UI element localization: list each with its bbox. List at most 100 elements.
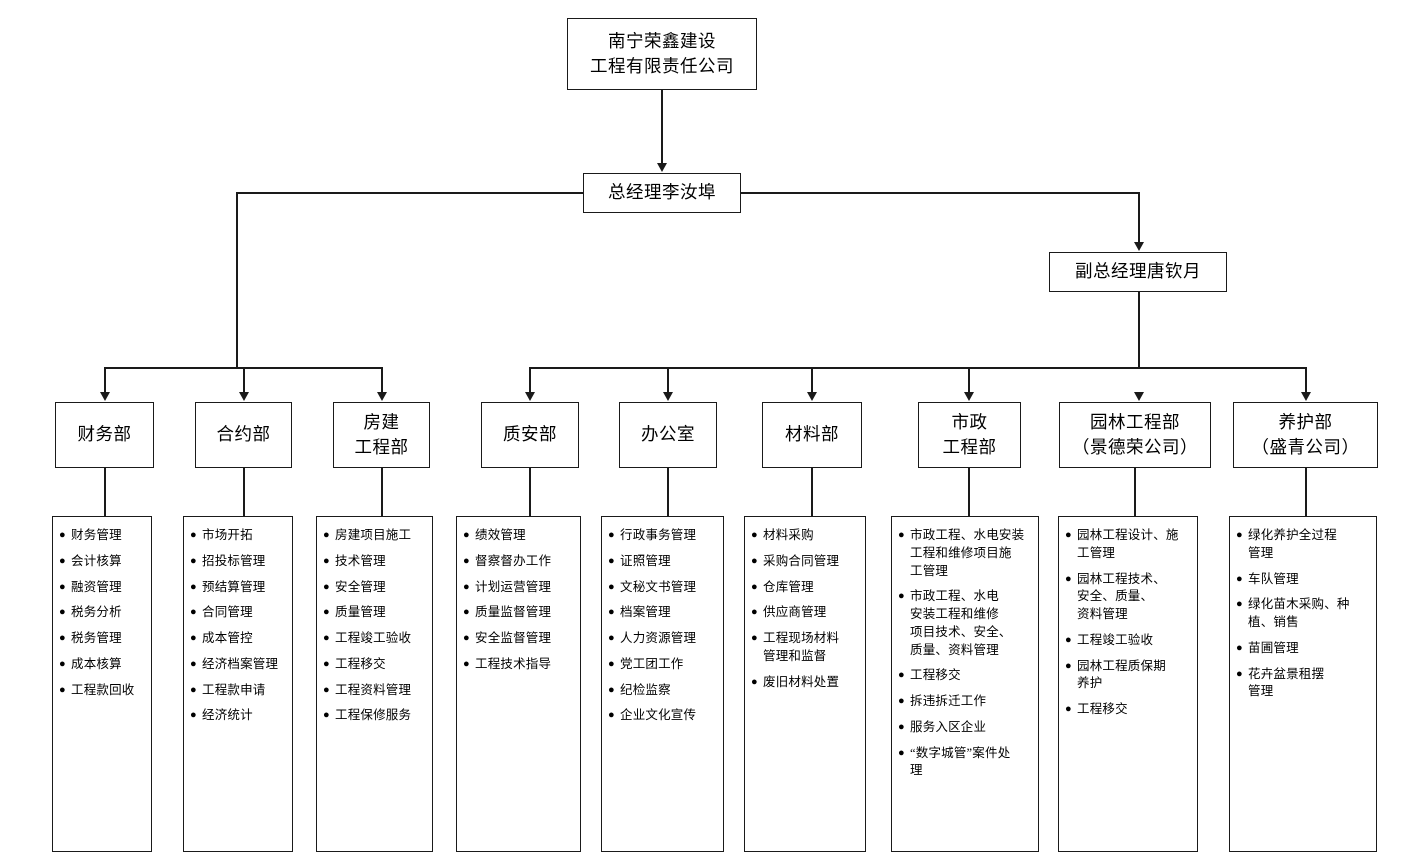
bullet-icon: ●: [190, 529, 197, 541]
duty-item: ●苗圃管理: [1236, 640, 1370, 658]
duty-text: 成本管控: [202, 631, 253, 645]
duty-text: 成本核算: [71, 656, 122, 671]
duty-text: 拆违拆迁工作: [910, 694, 987, 708]
duty-text: 市场开拓: [202, 528, 253, 542]
bullet-icon: ●: [608, 632, 615, 644]
bullet-icon: ●: [751, 632, 758, 644]
duty-text: 档案管理: [620, 605, 671, 620]
duty-item: ●工程竣工验收: [323, 630, 426, 648]
node-dept-office: 办公室: [619, 402, 717, 468]
connector-gm-left-stem: [236, 192, 584, 194]
connector-material-to-duties: [811, 468, 813, 516]
duty-text: 工程款回收: [71, 682, 135, 697]
duty-text: 工程竣工验收: [335, 631, 412, 645]
duty-item: ● “数字城管”案件处 理: [898, 745, 1032, 781]
bullet-icon: ●: [190, 709, 197, 722]
duty-text: “数字城管”案件处 理: [910, 745, 1011, 778]
duty-item: ●质量管理: [323, 604, 426, 622]
dept-name-line1: 市政: [951, 411, 988, 432]
bullet-icon: ●: [323, 529, 330, 541]
bullet-icon: ●: [1236, 572, 1243, 585]
duty-item: ● 工程现场材料 管理和监督: [751, 630, 859, 666]
duty-text: 采购合同管理: [763, 553, 840, 568]
duty-item: ● 税务分析: [59, 604, 145, 622]
duty-item: ● 税务管理: [59, 630, 145, 648]
arrowhead-finance: [100, 392, 110, 401]
company-name-line2: 工程有限责任公司: [590, 56, 734, 76]
dept-name-line2: 工程部: [942, 437, 997, 457]
duty-item: ● 供应商管理: [751, 604, 859, 622]
duty-item: ●工程竣工验收: [1065, 632, 1191, 650]
dept-name-line2: （盛青公司）: [1251, 437, 1360, 457]
bullet-icon: ●: [898, 695, 905, 707]
bullet-icon: ●: [898, 529, 905, 541]
bullet-icon: ●: [190, 657, 197, 670]
connector-municipal-to-duties: [968, 468, 970, 516]
duty-text: 废旧材料处置: [763, 674, 840, 689]
arrowhead-gm: [657, 163, 667, 172]
duty-text: 税务管理: [71, 631, 122, 645]
bullet-icon: ●: [751, 675, 758, 688]
connector-quality-safety-to-duties: [529, 468, 531, 516]
duty-item: ●园林工程质保期 养护: [1065, 658, 1191, 694]
bullet-icon: ●: [898, 746, 905, 759]
duty-item: ●质量监督管理: [463, 604, 574, 622]
connector-office-to-duties: [667, 468, 669, 516]
bullet-icon: ●: [751, 606, 758, 619]
duty-text: 车队管理: [1248, 571, 1299, 586]
bullet-icon: ●: [59, 606, 66, 619]
bullet-icon: ●: [608, 606, 615, 619]
duty-item: ●成本核算: [59, 656, 145, 674]
duty-text: 房建项目施工: [335, 528, 412, 542]
duty-text: 会计核算: [71, 553, 122, 568]
arrowhead-landscape: [1134, 392, 1144, 401]
duty-item: ●财务管理: [59, 527, 145, 545]
bullet-icon: ●: [608, 529, 615, 541]
dept-name-line1: 财务部: [77, 424, 132, 445]
duty-text: 纪检监察: [620, 682, 671, 697]
node-dept-municipal-engineering: 市政 工程部: [918, 402, 1021, 468]
bullet-icon: ●: [59, 529, 66, 541]
duty-text: 工程保修服务: [335, 708, 412, 723]
duty-item: ●经济统计: [190, 707, 286, 725]
duty-text: 行政事务管理: [620, 528, 697, 542]
duty-text: 融资管理: [71, 579, 122, 594]
duty-text: 招投标管理: [202, 553, 266, 568]
node-dept-landscape-engineering: 园林工程部 （景德荣公司）: [1059, 402, 1211, 468]
node-dept-material: 材料部: [762, 402, 862, 468]
duty-text: 供应商管理: [763, 605, 827, 620]
duty-text: 市政工程、水电安装 工程和维修项目施 工管理: [910, 528, 1025, 578]
duty-item: ●材料采购: [751, 527, 859, 545]
duty-text: 文秘文书管理: [620, 579, 697, 594]
duty-text: 税务分析: [71, 605, 122, 620]
duty-item: ● 拆违拆迁工作: [898, 693, 1032, 711]
dept-name-line1: 材料部: [785, 424, 839, 445]
bullet-icon: ●: [190, 580, 197, 593]
duty-item: ●合同管理: [190, 604, 286, 622]
node-dept-finance: 财务部: [55, 402, 154, 468]
duty-text: 工程现场材料 管理和监督: [763, 631, 840, 663]
duty-text: 市政工程、水电 安装工程和维修 项目技术、安全、 质量、资料管理: [910, 589, 1012, 657]
bullet-icon: ●: [898, 669, 905, 682]
connector-right-bus-to-maintenance: [1305, 367, 1307, 393]
duty-item: ●计划运营管理: [463, 579, 574, 597]
connector-maintenance-to-duties: [1305, 468, 1307, 516]
duty-text: 绿化养护全过程 管理: [1248, 528, 1337, 560]
duty-text: 合同管理: [202, 605, 253, 620]
bullet-icon: ●: [1065, 529, 1072, 541]
duty-item: ●园林工程设计、施 工管理: [1065, 527, 1191, 563]
bullet-icon: ●: [190, 554, 197, 567]
duty-item: ●工程技术指导: [463, 656, 574, 674]
duty-item: ●市政工程、水电 安装工程和维修 项目技术、安全、 质量、资料管理: [898, 588, 1032, 659]
bullet-icon: ●: [1065, 633, 1072, 646]
bullet-icon: ●: [59, 632, 66, 644]
duty-text: 企业文化宣传: [620, 708, 697, 723]
company-name-line1: 南宁荣鑫建设: [608, 30, 716, 51]
duty-text: 苗圃管理: [1248, 640, 1299, 655]
duty-panel-municipal-engineering: ●市政工程、水电安装 工程和维修项目施 工管理●市政工程、水电 安装工程和维修 …: [891, 516, 1039, 852]
dept-name-line1: 办公室: [641, 424, 695, 445]
duty-item: ● 市政工程、水电安装 工程和维修项目施 工管理: [898, 527, 1032, 580]
connector-gm-left-drop: [236, 192, 238, 368]
duty-text: 服务入区企业: [910, 719, 987, 734]
node-dept-building-engineering: 房建 工程部: [333, 402, 430, 468]
